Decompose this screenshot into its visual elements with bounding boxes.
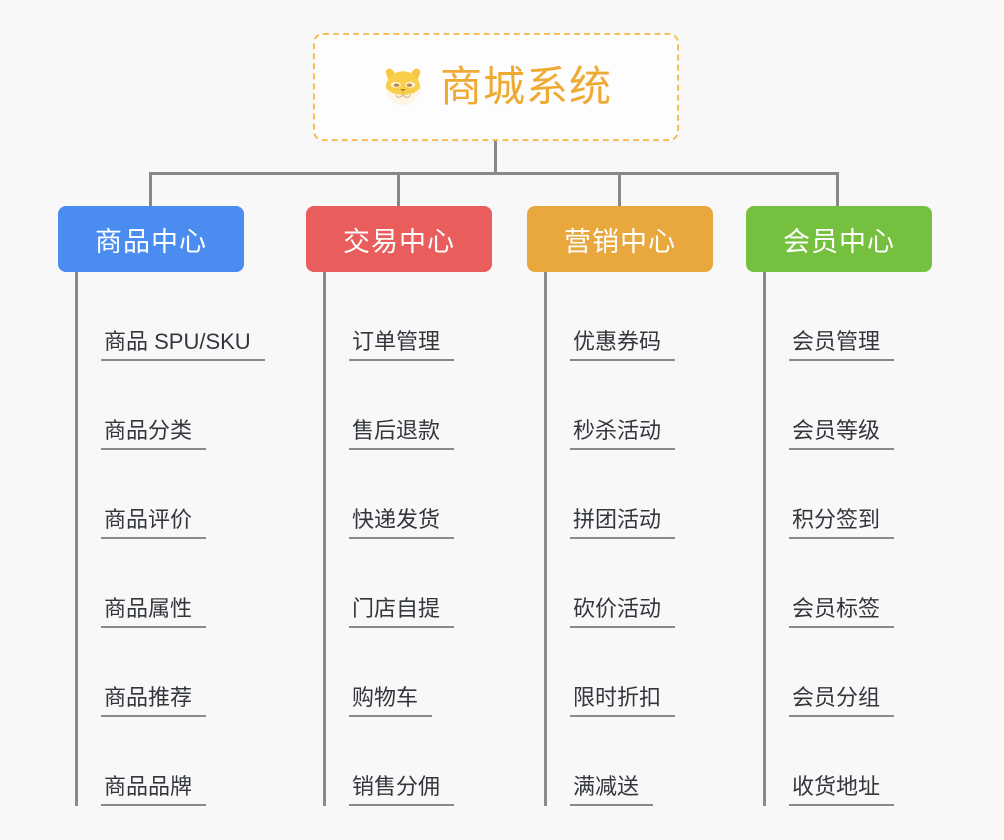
list-item[interactable]: 收货地址	[766, 717, 932, 806]
list-item-label: 商品品牌	[101, 774, 207, 806]
list-item[interactable]: 商品属性	[78, 539, 244, 628]
list-item-label: 购物车	[349, 685, 433, 717]
list-item-label: 积分签到	[789, 507, 895, 539]
list-item[interactable]: 商品分类	[78, 361, 244, 450]
list-item[interactable]: 限时折扣	[547, 628, 713, 717]
list-item[interactable]: 积分签到	[766, 450, 932, 539]
list-item-label: 商品分类	[101, 418, 207, 450]
list-item-label: 门店自提	[349, 596, 455, 628]
list-item-label: 砍价活动	[570, 596, 676, 628]
category-item-list: 会员管理 会员等级 积分签到 会员标签 会员分组 收货地址	[763, 272, 932, 806]
list-item[interactable]: 会员等级	[766, 361, 932, 450]
list-item-label: 快递发货	[349, 507, 455, 539]
category-title: 营销中心	[564, 226, 676, 257]
list-item[interactable]: 优惠券码	[547, 272, 713, 361]
list-item-label: 商品属性	[101, 596, 207, 628]
list-item[interactable]: 秒杀活动	[547, 361, 713, 450]
category-item-list: 订单管理 售后退款 快递发货 门店自提 购物车 销售分佣	[323, 272, 492, 806]
root-title: 商城系统	[439, 63, 612, 110]
list-item-label: 满减送	[570, 774, 654, 806]
branch-column: 交易中心 订单管理 售后退款 快递发货 门店自提 购物车 销售分佣	[306, 206, 492, 806]
connector-drop-2	[397, 172, 400, 208]
list-item-label: 商品 SPU/SKU	[101, 329, 265, 361]
branch-column: 营销中心 优惠券码 秒杀活动 拼团活动 砍价活动 限时折扣 满减送	[527, 206, 713, 806]
category-box[interactable]: 交易中心	[306, 206, 492, 272]
list-item-label: 商品评价	[101, 507, 207, 539]
list-item-label: 订单管理	[349, 329, 455, 361]
category-item-list: 优惠券码 秒杀活动 拼团活动 砍价活动 限时折扣 满减送	[544, 272, 713, 806]
list-item-label: 会员分组	[789, 685, 895, 717]
shiba-dog-face-icon	[385, 68, 421, 105]
list-item[interactable]: 购物车	[326, 628, 492, 717]
list-item-label: 会员标签	[789, 596, 895, 628]
category-item-list: 商品 SPU/SKU 商品分类 商品评价 商品属性 商品推荐 商品品牌	[75, 272, 265, 806]
list-item[interactable]: 商品 SPU/SKU	[78, 272, 265, 361]
connector-root-stem	[494, 141, 497, 175]
list-item-label: 优惠券码	[570, 329, 676, 361]
branch-column: 会员中心 会员管理 会员等级 积分签到 会员标签 会员分组 收货地址	[746, 206, 932, 806]
connector-horizontal-bus	[149, 172, 839, 175]
list-item[interactable]: 快递发货	[326, 450, 492, 539]
list-item[interactable]: 商品评价	[78, 450, 244, 539]
list-item[interactable]: 满减送	[547, 717, 713, 806]
connector-drop-1	[149, 172, 152, 208]
list-item[interactable]: 会员管理	[766, 272, 932, 361]
list-item[interactable]: 门店自提	[326, 539, 492, 628]
list-item[interactable]: 订单管理	[326, 272, 492, 361]
category-title: 商品中心	[95, 226, 207, 257]
list-item-label: 拼团活动	[570, 507, 676, 539]
list-item[interactable]: 拼团活动	[547, 450, 713, 539]
list-item[interactable]: 销售分佣	[326, 717, 492, 806]
list-item[interactable]: 砍价活动	[547, 539, 713, 628]
list-item-label: 商品推荐	[101, 685, 207, 717]
list-item-label: 会员等级	[789, 418, 895, 450]
list-item-label: 收货地址	[789, 774, 895, 806]
list-item[interactable]: 商品推荐	[78, 628, 244, 717]
root-node[interactable]: 商城系统	[313, 33, 679, 141]
category-title: 交易中心	[343, 226, 455, 257]
category-box[interactable]: 商品中心	[58, 206, 244, 272]
category-box[interactable]: 会员中心	[746, 206, 932, 272]
category-title: 会员中心	[783, 226, 895, 257]
list-item[interactable]: 会员分组	[766, 628, 932, 717]
category-box[interactable]: 营销中心	[527, 206, 713, 272]
list-item[interactable]: 商品品牌	[78, 717, 244, 806]
list-item[interactable]: 会员标签	[766, 539, 932, 628]
list-item-label: 销售分佣	[349, 774, 455, 806]
list-item-label: 限时折扣	[570, 685, 676, 717]
branch-column: 商品中心 商品 SPU/SKU 商品分类 商品评价 商品属性 商品推荐 商品品牌	[58, 206, 265, 806]
list-item-label: 会员管理	[789, 329, 895, 361]
list-item-label: 秒杀活动	[570, 418, 676, 450]
connector-drop-4	[836, 172, 839, 208]
list-item-label: 售后退款	[349, 418, 455, 450]
connector-drop-3	[618, 172, 621, 208]
list-item[interactable]: 售后退款	[326, 361, 492, 450]
